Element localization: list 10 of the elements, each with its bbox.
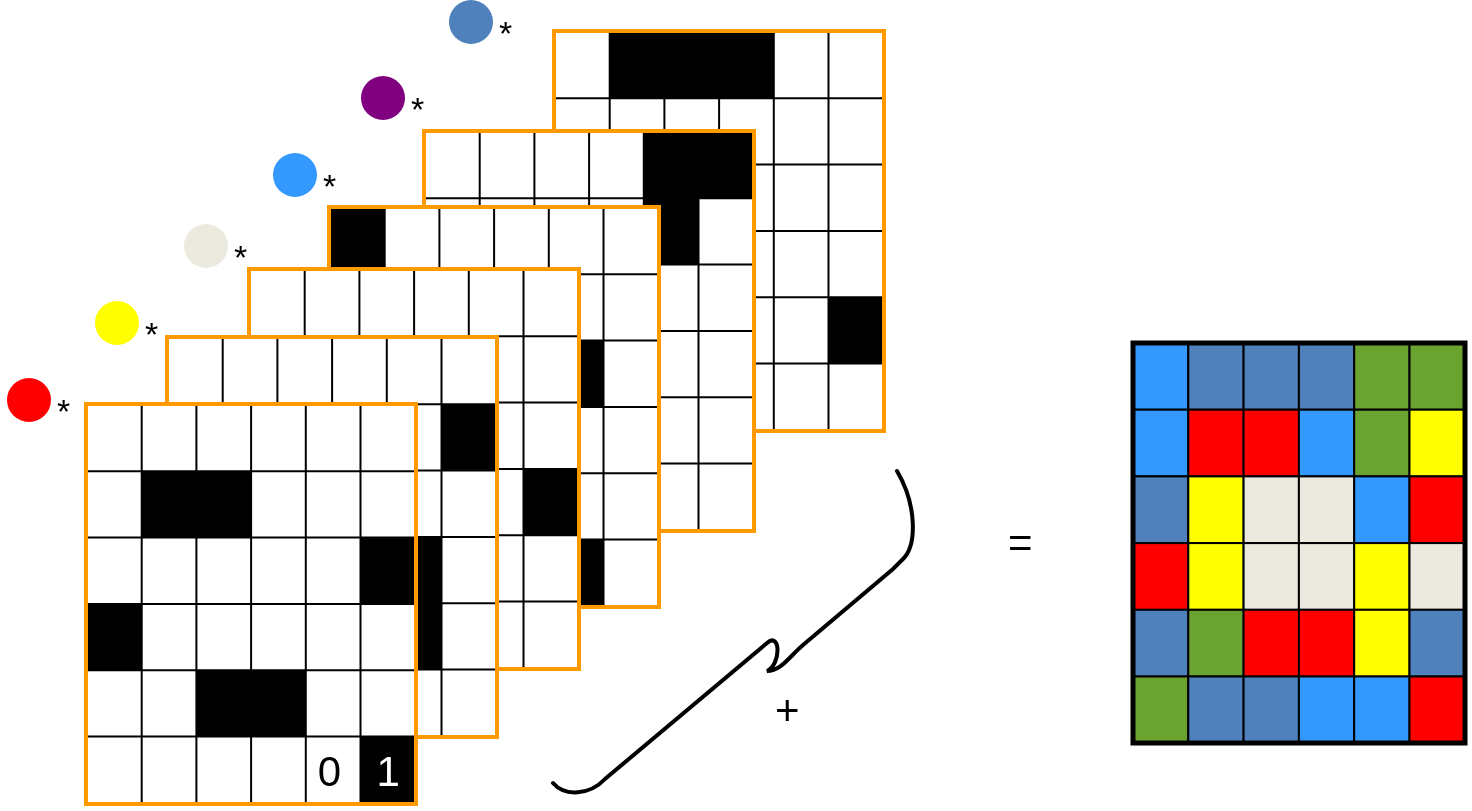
cell-value: 1 [376, 750, 400, 793]
asterisk: * [499, 16, 513, 50]
equals-sign: = [1008, 522, 1033, 564]
asterisk: * [57, 394, 71, 428]
cell-value: 0 [317, 750, 342, 793]
asterisk: * [145, 317, 159, 351]
asterisk: * [411, 92, 425, 126]
plus-sign: + [775, 690, 800, 732]
asterisk: * [234, 240, 248, 274]
asterisk: * [323, 169, 337, 203]
